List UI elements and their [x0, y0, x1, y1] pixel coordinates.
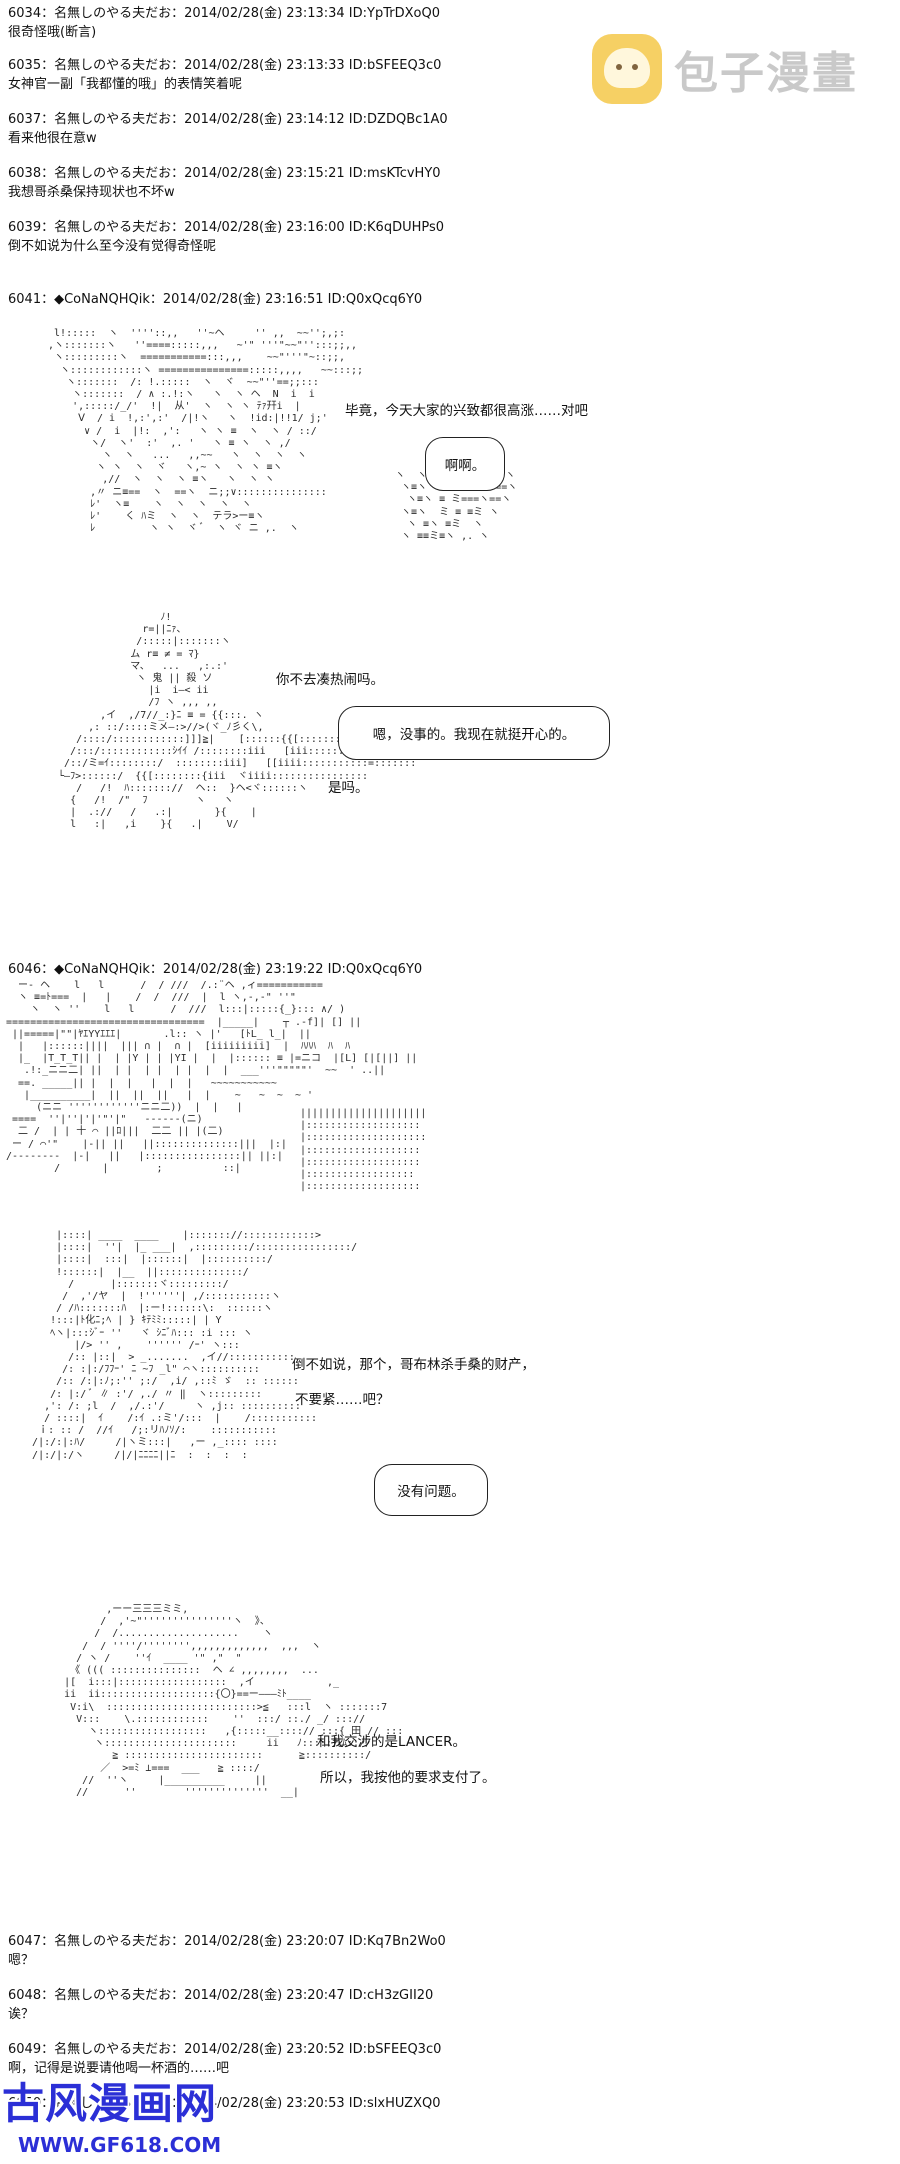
dialogue-line: 毕竟，今天大家的兴致都很高涨……对吧	[345, 403, 588, 419]
speech-bubble: 没有问题。	[374, 1464, 488, 1516]
post-body: 啊，记得是说要请他喝一杯酒的……吧	[8, 2061, 230, 2076]
post-header: 6050：名無しのやる夫だお：2014/02/28(金) 23:20:53 ID…	[8, 2096, 441, 2111]
post-6047: 6047：名無しのやる夫だお：2014/02/28(金) 23:20:07 ID…	[8, 1932, 446, 1970]
site-watermark: 古风漫画网 WWW.GF618.COM	[2, 2070, 221, 2157]
post-6048: 6048：名無しのやる夫だお：2014/02/28(金) 23:20:47 ID…	[8, 1986, 433, 2024]
post-header: 6049：名無しのやる夫だお：2014/02/28(金) 23:20:52 ID…	[8, 2042, 442, 2057]
dialogue-line: 你不去凑热闹吗。	[276, 672, 384, 688]
post-body: 倒不如说为什么至今没有觉得奇怪呢	[8, 239, 217, 254]
post-body: 女神官一副「我都懂的哦」的表情笑着呢	[8, 77, 243, 92]
logo-text: 包子漫畫	[674, 48, 858, 99]
ascii-art-priestess: |::::| ____ ____ |::::::://::::::::::::>…	[32, 1230, 358, 1461]
post-6037: 6037：名無しのやる夫だお：2014/02/28(金) 23:14:12 ID…	[8, 110, 448, 148]
post-header: 6034：名無しのやる夫だお：2014/02/28(金) 23:13:34 ID…	[8, 6, 440, 21]
post-header: 6039：名無しのやる夫だお：2014/02/28(金) 23:16:00 ID…	[8, 220, 445, 235]
post-6050: 6050：名無しのやる夫だお：2014/02/28(金) 23:20:53 ID…	[8, 2094, 441, 2113]
dialogue-line: 不要紧……吧？	[295, 1392, 390, 1408]
ascii-art-town-scene-right: ||||||||||||||||||||| |:::::::::::::::::…	[300, 1108, 427, 1193]
dialogue-line: 所以，我按他的要求支付了。	[320, 1770, 496, 1786]
watermark-url: WWW.GF618.COM	[18, 2133, 222, 2157]
post-6035: 6035：名無しのやる夫だお：2014/02/28(金) 23:13:33 ID…	[8, 56, 441, 94]
post-body: 很奇怪哦(断言)	[8, 25, 97, 40]
post-6034: 6034：名無しのやる夫だお：2014/02/28(金) 23:13:34 ID…	[8, 4, 440, 42]
post-header: 6046：◆CoNaNQHQik：2014/02/28(金) 23:19:22 …	[8, 962, 423, 977]
post-header: 6041：◆CoNaNQHQik：2014/02/28(金) 23:16:51 …	[8, 292, 423, 307]
post-header: 6038：名無しのやる夫だお：2014/02/28(金) 23:15:21 ID…	[8, 166, 441, 181]
ascii-art-town-scene: ー‐ ヘ l l / / /// /.:¨ヘ ,ィ=========== ヽ ≡…	[6, 980, 418, 1175]
post-header: 6048：名無しのやる夫だお：2014/02/28(金) 23:20:47 ID…	[8, 1988, 434, 2003]
bun-icon	[592, 34, 662, 104]
ascii-art-armored-figure: ﾉ! r=||ﾆｧ、 /:::::|:::::::ヽ ム r≡ ≠ = ﾏ} マ…	[58, 612, 426, 831]
dialogue-line: 和我交涉的是LANCER。	[317, 1734, 467, 1750]
post-header: 6037：名無しのやる夫だお：2014/02/28(金) 23:14:12 ID…	[8, 112, 448, 127]
post-header: 6047：名無しのやる夫だお：2014/02/28(金) 23:20:07 ID…	[8, 1934, 446, 1949]
speech-bubble: 啊啊。	[425, 437, 505, 491]
speech-bubble: 嗯，没事的。我现在就挺开心的。	[338, 706, 610, 760]
post-6046: 6046：◆CoNaNQHQik：2014/02/28(金) 23:19:22 …	[8, 960, 422, 979]
ascii-art-helmet: ,ーー三三三ミミ, / ,'~"'''''''''''''''ヽ 》、 / /.…	[64, 1604, 404, 1799]
post-body: 我想哥杀桑保持现状也不坏w	[8, 185, 175, 200]
post-6041: 6041：◆CoNaNQHQik：2014/02/28(金) 23:16:51 …	[8, 290, 422, 309]
post-6038: 6038：名無しのやる夫だお：2014/02/28(金) 23:15:21 ID…	[8, 164, 441, 202]
ascii-art-reclining: l!::::: ヽ ''''::,, ''~ヘ '' ,, ~~'';,;: ,…	[48, 328, 364, 535]
site-logo: 包子漫畫	[592, 34, 858, 104]
post-body: 嗯？	[8, 1953, 35, 1968]
post-header: 6035：名無しのやる夫だお：2014/02/28(金) 23:13:33 ID…	[8, 58, 442, 73]
post-6039: 6039：名無しのやる夫だお：2014/02/28(金) 23:16:00 ID…	[8, 218, 444, 256]
post-body: 看来他很在意w	[8, 131, 97, 146]
watermark-site-name: 古风漫画网	[2, 2079, 218, 2128]
dialogue-line: 是吗。	[328, 780, 369, 796]
post-body: 诶？	[8, 2007, 35, 2022]
post-6049: 6049：名無しのやる夫だお：2014/02/28(金) 23:20:52 ID…	[8, 2040, 441, 2078]
dialogue-line: 倒不如说，那个，哥布林杀手桑的财产，	[292, 1357, 535, 1373]
